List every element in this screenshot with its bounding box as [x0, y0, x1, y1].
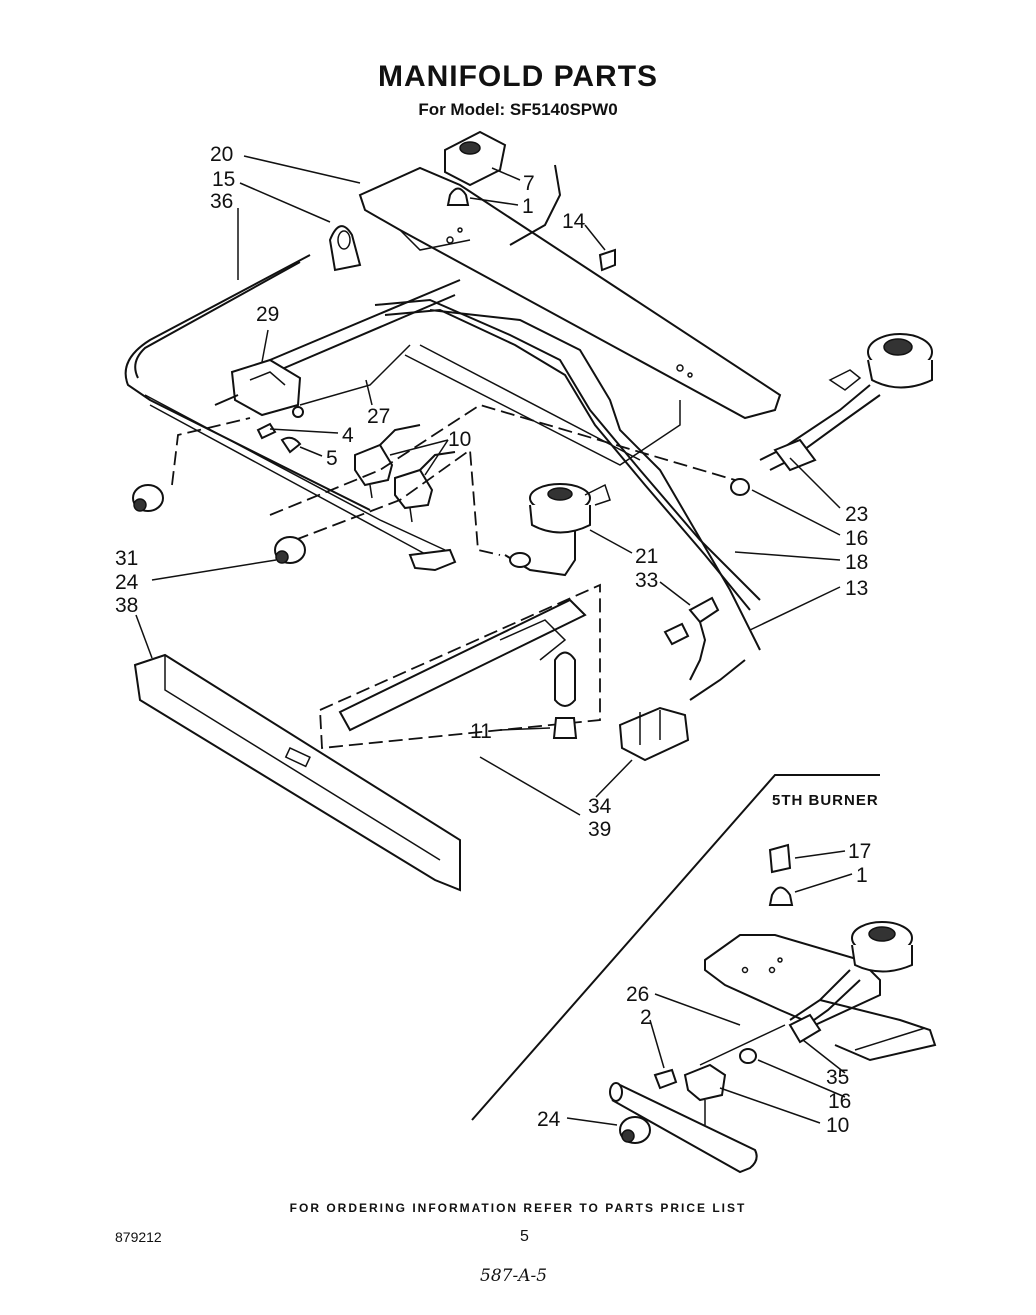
handwritten-note: 587-A-5: [480, 1266, 548, 1286]
callout-24-inset: 24: [537, 1108, 561, 1131]
callout-5: 5: [326, 447, 338, 470]
fifth-burner-label: 5TH BURNER: [772, 792, 879, 809]
callout-13: 13: [845, 577, 869, 600]
diagram-title: MANIFOLD PARTS: [377, 60, 659, 93]
callout-4: 4: [342, 424, 354, 447]
callout-1: 1: [522, 195, 534, 218]
fifth-burner-inset: [471, 774, 937, 1174]
callout-36: 36: [210, 190, 234, 213]
callout-35: 35: [826, 1066, 850, 1089]
callout-26: 26: [626, 983, 650, 1006]
callout-2: 2: [640, 1006, 652, 1029]
callout-29: 29: [256, 303, 280, 326]
callout-23: 23: [845, 503, 869, 526]
callout-21: 21: [635, 545, 659, 568]
main-manifold-assembly: [124, 130, 933, 892]
callout-24: 24: [115, 571, 139, 594]
callout-10-inset: 10: [826, 1114, 850, 1137]
callout-7: 7: [523, 172, 535, 195]
callout-16-inset: 16: [828, 1090, 852, 1113]
callout-38: 38: [115, 594, 139, 617]
ordering-footer-note: FOR ORDERING INFORMATION REFER TO PARTS …: [289, 1201, 747, 1215]
callout-leaders: [135, 155, 853, 1126]
callout-20: 20: [210, 143, 234, 166]
callout-15: 15: [212, 168, 236, 191]
model-subtitle: For Model: SF5140SPW0: [418, 100, 618, 119]
callout-27: 27: [367, 405, 391, 428]
callout-16: 16: [845, 527, 869, 550]
callout-39: 39: [588, 818, 612, 841]
callout-34: 34: [588, 795, 612, 818]
page-number: 5: [520, 1228, 529, 1245]
callout-1-inset: 1: [856, 864, 868, 887]
callout-14: 14: [562, 210, 586, 233]
callout-10: 10: [448, 428, 472, 451]
callout-18: 18: [845, 551, 869, 574]
callout-17: 17: [848, 840, 872, 863]
document-number: 879212: [115, 1229, 162, 1245]
callout-33: 33: [635, 569, 659, 592]
callout-31: 31: [115, 547, 139, 570]
callout-11: 11: [470, 720, 492, 743]
